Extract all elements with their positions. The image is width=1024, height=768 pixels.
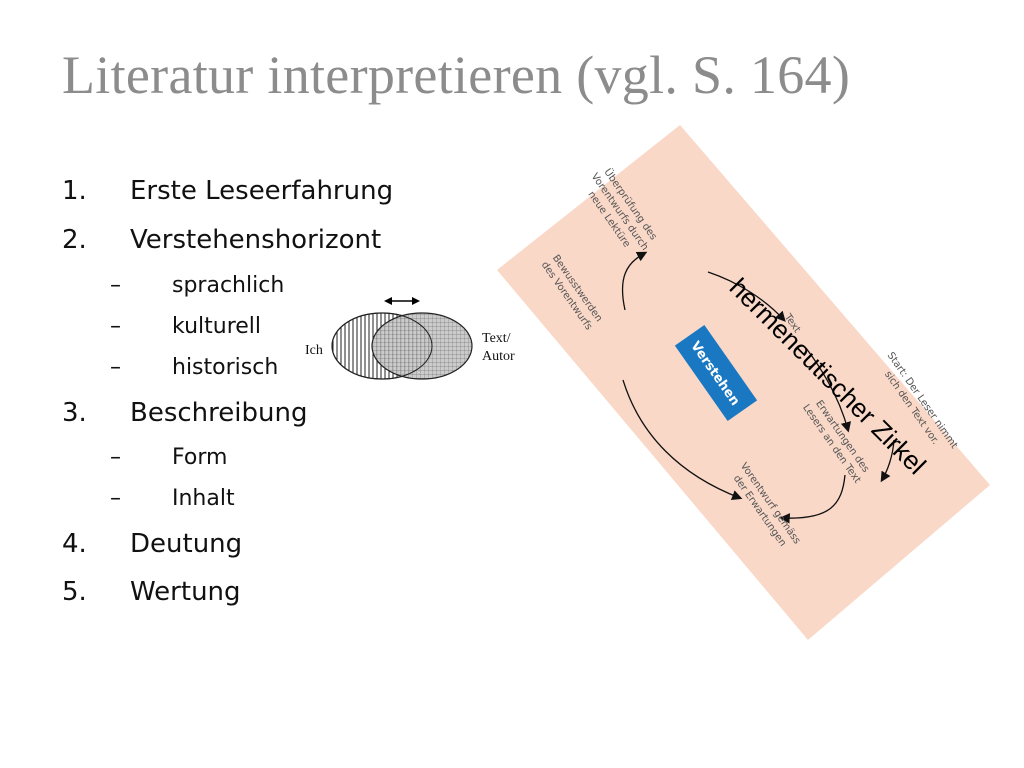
item-label: Deutung	[130, 529, 243, 559]
venn-text-autor-label: Text/	[482, 331, 511, 346]
venn-text-autor-label-2: Autor	[482, 349, 515, 364]
sub-dash: –	[110, 273, 121, 298]
item-label: Beschreibung	[130, 398, 308, 428]
sub-label: historisch	[172, 355, 279, 380]
sub-label: kulturell	[172, 314, 262, 339]
horizon-venn-diagram: Ich Text/ Autor	[305, 297, 515, 380]
text-autor-circle	[371, 312, 473, 380]
venn-ich-label: Ich	[305, 343, 323, 358]
double-arrow-icon	[384, 297, 420, 305]
sub-dash: –	[110, 445, 121, 470]
sub-dash: –	[110, 486, 121, 511]
sub-dash: –	[110, 355, 121, 380]
arrow-ueberpruefung-to-text	[707, 271, 786, 322]
sub-label: sprachlich	[172, 273, 285, 298]
item-number: 5.	[62, 577, 87, 607]
arrow-bewusstwerden-to-vorentwurf	[622, 379, 743, 501]
item-number: 3.	[62, 398, 87, 428]
arrow-erwartungen-to-vorentwurf	[779, 474, 846, 524]
arrow-start-to-erwartungen	[880, 439, 895, 483]
sub-label: Inhalt	[172, 486, 235, 511]
arrow-text-to-erwartungen	[805, 347, 852, 433]
arrow-bewusstwerden-to-ueberpruefung	[621, 251, 648, 311]
hermeneutic-circle-diagram: Verstehen Überprüfung des Vorentwurfs du…	[497, 125, 990, 640]
item-number: 2.	[62, 225, 87, 255]
item-number: 4.	[62, 529, 87, 559]
sub-label: Form	[172, 445, 228, 470]
sub-dash: –	[110, 314, 121, 339]
item-label: Erste Leseerfahrung	[130, 176, 394, 206]
item-label: Verstehenshorizont	[130, 225, 382, 255]
item-number: 1.	[62, 176, 87, 206]
item-label: Wertung	[130, 577, 241, 607]
slide-title: Literatur interpretieren (vgl. S. 164)	[62, 45, 851, 105]
verstehen-box	[674, 324, 758, 422]
